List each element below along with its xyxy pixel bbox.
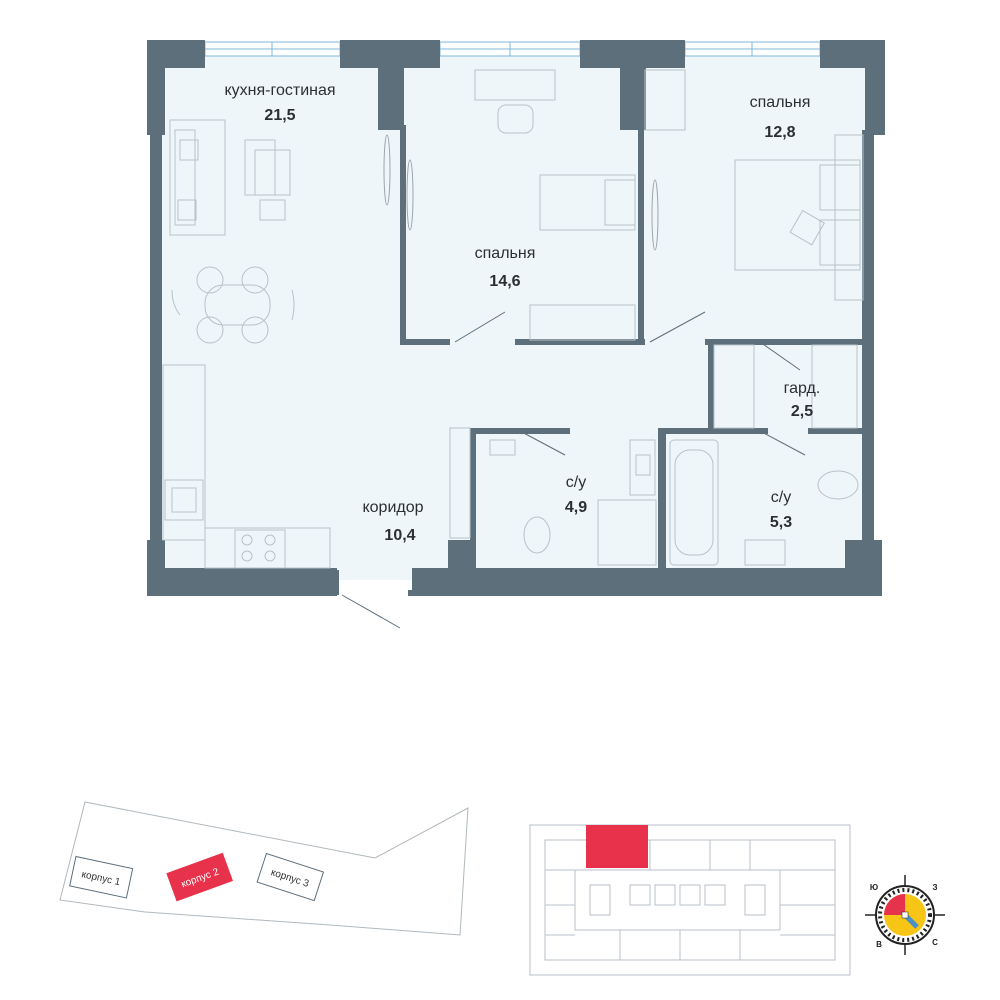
kitchen-name: кухня-гостиная [224, 82, 335, 99]
site-plan: корпус 1 корпус 2 корпус 3 [59, 801, 469, 936]
windows [204, 41, 821, 57]
building-2[interactable]: корпус 2 [166, 852, 233, 902]
apartment-highlight [586, 825, 648, 868]
walls [147, 40, 885, 596]
bath2-name: с/у [771, 489, 791, 506]
compass-letter-west: З [932, 883, 937, 892]
building-1[interactable]: корпус 1 [69, 855, 134, 899]
compass-letter-east: В [876, 940, 882, 949]
corridor-name: коридор [362, 499, 423, 516]
compass-letter-south: Ю [870, 883, 878, 892]
floor-area [160, 55, 865, 580]
bath1-name: с/у [566, 474, 586, 491]
wardrobe-name: гард. [784, 380, 821, 397]
bedroom2-area: 12,8 [764, 124, 795, 141]
wardrobe-area: 2,5 [791, 403, 813, 420]
doors [341, 134, 806, 629]
bath2-area: 5,3 [770, 514, 792, 531]
kitchen-area: 21,5 [264, 107, 295, 124]
compass-icon: Ю З В С [865, 875, 945, 955]
furniture [162, 69, 864, 569]
building-3[interactable]: корпус 3 [256, 852, 325, 902]
floor-key-plan [529, 824, 851, 976]
bath1-area: 4,9 [565, 499, 587, 516]
room-labels: кухня-гостиная 21,5 спальня 14,6 спальня… [224, 82, 820, 544]
bedroom1-area: 14,6 [489, 273, 520, 290]
bedroom1-name: спальня [475, 245, 536, 262]
bedroom2-name: спальня [750, 94, 811, 111]
compass-letter-north: С [932, 938, 938, 947]
corridor-area: 10,4 [384, 527, 415, 544]
